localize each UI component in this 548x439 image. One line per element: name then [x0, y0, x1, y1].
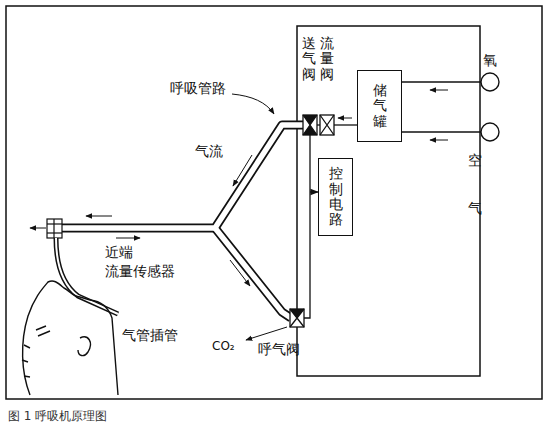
flow-arrow [430, 90, 448, 91]
sensor-label: 近端 [105, 244, 133, 260]
flow-arrow [233, 155, 252, 186]
box-label: 储气罐 [373, 83, 387, 129]
gas-line [334, 124, 357, 125]
gas-label: 空 [468, 152, 482, 168]
breathing-tube [62, 125, 303, 318]
tube-label: 气管插管 [122, 327, 178, 343]
machine-panel [297, 26, 480, 376]
patient-head [22, 281, 118, 395]
oxygen-inlet [481, 73, 499, 91]
box-label: 控制电路 [329, 166, 343, 228]
air-inlet [481, 123, 499, 141]
flow-arrow [116, 238, 140, 239]
flow-arrow [86, 216, 112, 217]
flow-arrow [338, 118, 352, 119]
sensor-label: 流量传感器 [105, 263, 175, 279]
gas-label: CO₂ [212, 340, 235, 354]
leader-arrow [232, 94, 274, 114]
outer-frame [6, 6, 542, 399]
control-wire [304, 135, 310, 318]
exhaust-arrow [246, 327, 287, 340]
gas-label: 氧 [483, 52, 497, 68]
flow-label: 气流 [195, 143, 223, 159]
valve-link [317, 124, 320, 125]
tank-box: 储气罐 [357, 70, 402, 142]
valve-label: 送气阀 [302, 36, 316, 82]
gas-label: 气 [468, 200, 482, 216]
gas-line [402, 131, 481, 132]
flow-sensor [30, 219, 62, 238]
control-arrow [310, 191, 318, 192]
gas-line [402, 81, 481, 82]
valve-label: 流量阀 [320, 36, 334, 82]
valve-label: 呼气阀 [258, 341, 300, 357]
control-box: 控制电路 [318, 158, 353, 236]
flow-arrow [230, 260, 250, 286]
tube-label: 呼吸管路 [170, 80, 226, 96]
flow-arrow [430, 140, 448, 141]
figure-caption: 图 1 呼吸机原理图 [8, 410, 107, 424]
